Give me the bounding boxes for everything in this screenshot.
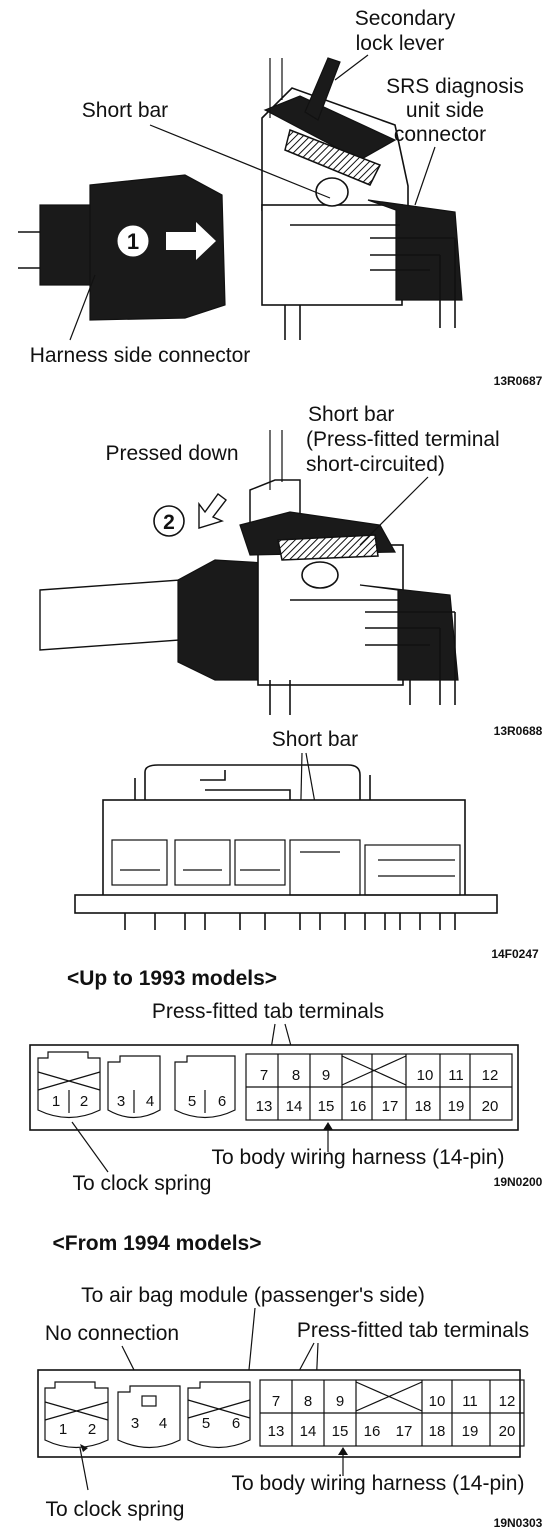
label-short-bar-2-l1: Short bar xyxy=(308,403,394,426)
pressed-down-arrow xyxy=(198,493,227,529)
label-secondary-lock-lever-l1: Secondary xyxy=(355,7,456,30)
pin-11: 11 xyxy=(448,1067,464,1084)
figure-code-3: 14F0247 xyxy=(491,947,539,961)
pin-7: 7 xyxy=(260,1067,268,1084)
connector-body-side xyxy=(74,764,498,914)
pin-7: 7 xyxy=(272,1393,280,1410)
step-2-number: 2 xyxy=(163,511,175,534)
figure-4-up-to-1993: <Up to 1993 models> Press-fitted tab ter… xyxy=(29,967,543,1195)
label-no-connection: No connection xyxy=(45,1322,179,1345)
short-bar-part-2 xyxy=(277,534,379,561)
pin-grid-1993 xyxy=(246,1054,512,1120)
cavity-clock-spring-1993 xyxy=(37,1051,101,1119)
pin-17: 17 xyxy=(396,1423,413,1440)
srs-unit-side-connector xyxy=(261,57,463,340)
label-secondary-lock-lever-l2: lock lever xyxy=(356,32,445,55)
pin-18: 18 xyxy=(415,1098,432,1115)
figure-5-from-1994: <From 1994 models> To air bag module (pa… xyxy=(37,1232,543,1530)
pin-12: 12 xyxy=(499,1393,516,1410)
pin-16: 16 xyxy=(350,1098,367,1115)
harness-side-connector: 1 xyxy=(18,174,226,321)
pin-17: 17 xyxy=(382,1098,399,1115)
pin-16: 16 xyxy=(364,1423,381,1440)
pin-13: 13 xyxy=(256,1098,273,1115)
pin-6: 6 xyxy=(218,1093,226,1110)
label-short-bar-2-l2: (Press-fitted terminal xyxy=(306,428,500,451)
mated-connectors xyxy=(39,430,459,715)
figure-2-pressed-down: 2 Pressed down Short bar (Press-fitted t… xyxy=(39,403,543,738)
pin-8: 8 xyxy=(304,1393,312,1410)
pin-19: 19 xyxy=(448,1098,465,1115)
pin-4: 4 xyxy=(146,1093,154,1110)
label-srs-connector-l1: SRS diagnosis xyxy=(386,75,524,98)
pin-18: 18 xyxy=(429,1423,446,1440)
label-body-harness-1993: To body wiring harness (14-pin) xyxy=(212,1146,505,1169)
pin-2: 2 xyxy=(88,1421,96,1438)
pin-3: 3 xyxy=(131,1415,139,1432)
label-harness-side-connector: Harness side connector xyxy=(30,344,251,367)
connector-pin-row xyxy=(124,913,456,930)
pin-15: 15 xyxy=(318,1098,335,1115)
pin-11: 11 xyxy=(462,1393,478,1410)
pin-5: 5 xyxy=(202,1415,210,1432)
label-air-bag-module: To air bag module (passenger's side) xyxy=(81,1284,425,1307)
pin-9: 9 xyxy=(336,1393,344,1410)
label-pressed-down: Pressed down xyxy=(105,442,238,465)
figure-3-connector-side-view: Short bar 14F0247 xyxy=(74,728,539,961)
label-clock-spring-1994: To clock spring xyxy=(46,1498,185,1521)
label-press-fitted-1994: Press-fitted tab terminals xyxy=(297,1319,529,1342)
label-short-bar-3: Short bar xyxy=(272,728,358,751)
pin-12: 12 xyxy=(482,1067,499,1084)
pin-15: 15 xyxy=(332,1423,349,1440)
pin-1: 1 xyxy=(52,1093,60,1110)
cavity-clock-spring-1994 xyxy=(44,1381,109,1449)
pin-20: 20 xyxy=(499,1423,516,1440)
pin-14: 14 xyxy=(286,1098,303,1115)
figure-1-connector-insertion: 1 Secondary lock lever SRS diagn xyxy=(18,7,543,388)
pin-14: 14 xyxy=(300,1423,317,1440)
label-short-bar-2-l3: short-circuited) xyxy=(306,453,445,476)
insert-direction-arrow xyxy=(166,222,216,260)
step-2-circle xyxy=(153,505,185,537)
secondary-lock-lever-part xyxy=(304,57,341,121)
pin-8: 8 xyxy=(292,1067,300,1084)
figure-code-2: 13R0688 xyxy=(494,724,543,738)
pin-6: 6 xyxy=(232,1415,240,1432)
label-short-bar-1: Short bar xyxy=(82,99,168,122)
heading-from-1994: <From 1994 models> xyxy=(53,1232,262,1255)
heading-up-to-1993: <Up to 1993 models> xyxy=(67,967,277,990)
figure-code-5: 19N0303 xyxy=(494,1516,543,1530)
pin-13: 13 xyxy=(268,1423,285,1440)
pin-grid-1994 xyxy=(260,1380,524,1446)
pin-5: 5 xyxy=(188,1093,196,1110)
pin-19: 19 xyxy=(462,1423,479,1440)
pin-20: 20 xyxy=(482,1098,499,1115)
pin-1: 1 xyxy=(59,1421,67,1438)
figure-code-1: 13R0687 xyxy=(494,374,543,388)
pin-10: 10 xyxy=(417,1067,434,1084)
pin-10: 10 xyxy=(429,1393,446,1410)
label-srs-connector-l3: connector xyxy=(394,123,486,146)
label-clock-spring-1993: To clock spring xyxy=(73,1172,212,1195)
label-press-fitted-1993: Press-fitted tab terminals xyxy=(152,1000,384,1023)
label-srs-connector-l2: unit side xyxy=(406,99,484,122)
cavity-airbag-passenger-1994 xyxy=(187,1381,251,1449)
step-1-number: 1 xyxy=(127,229,139,254)
short-bar-part xyxy=(284,128,382,186)
figure-code-4: 19N0200 xyxy=(494,1175,543,1189)
pin-3: 3 xyxy=(117,1093,125,1110)
pin-2: 2 xyxy=(80,1093,88,1110)
pin-9: 9 xyxy=(322,1067,330,1084)
pin-4: 4 xyxy=(159,1415,167,1432)
label-body-harness-1994: To body wiring harness (14-pin) xyxy=(232,1472,525,1495)
